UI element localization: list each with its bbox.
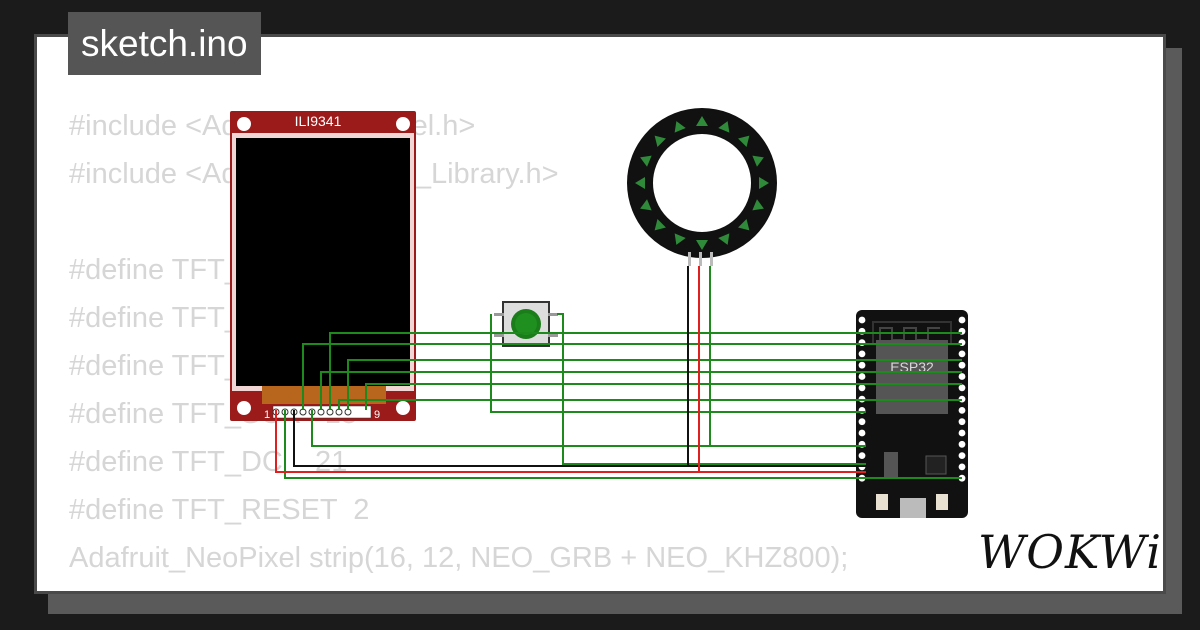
code-line-9: #define TFT_RESET 2 [69,494,370,526]
neopixel-led [635,177,645,189]
esp32-pin [958,350,966,358]
neopixel-led [654,219,666,231]
esp32-pin [858,373,866,380]
esp32-pin [858,350,866,358]
tft-label: ILI9341 [295,113,342,129]
neopixel-led [752,155,764,167]
esp32-pin [958,373,966,380]
wokwi-logo: WOKWi [978,525,1162,579]
neopixel-led [696,240,708,250]
esp32-pin [858,384,866,392]
code-line-10: Adafruit_NeoPixel strip(16, 12, NEO_GRB … [69,542,849,574]
neopixel-led [674,233,686,245]
ring-leds [635,116,769,250]
neopixel-led [696,116,708,126]
esp32-pin [958,384,966,392]
neopixel-led [759,177,769,189]
esp32-pin [958,440,966,448]
tft-pin-end-label: 9 [374,409,380,421]
neopixel-led [738,135,750,147]
esp32-pin [958,418,966,426]
push-button[interactable] [494,301,558,347]
esp32-pin [958,361,966,369]
neopixel-led [752,199,764,211]
esp32-pin [858,418,866,426]
esp32-pin [958,407,966,414]
esp32-pin [858,429,866,437]
esp32-pin [958,316,966,324]
neopixel-led [654,135,666,147]
neopixel-led [674,121,686,133]
neopixel-led [640,155,652,167]
file-tab[interactable]: sketch.ino [68,12,261,75]
preview-card: #include <Adafruit_NeoPixel.h> #include … [34,34,1166,594]
neopixel-ring[interactable] [627,108,777,266]
tft-pin-start-label: 1 [264,409,270,421]
esp32-pin [958,452,966,459]
esp32-pin [958,463,966,471]
esp32-board[interactable]: ESP32 [856,310,968,518]
tft-display[interactable]: ILI9341 1 9 [230,111,416,421]
wires [275,266,962,479]
esp32-pin [858,452,866,459]
esp32-pin [958,429,966,437]
esp32-pin [858,316,866,324]
neopixel-led [718,121,730,133]
neopixel-led [718,233,730,245]
neopixel-led [640,199,652,211]
neopixel-led [738,219,750,231]
code-line-8: #define TFT_DC 21 [69,446,348,478]
esp32-pin [858,361,866,369]
